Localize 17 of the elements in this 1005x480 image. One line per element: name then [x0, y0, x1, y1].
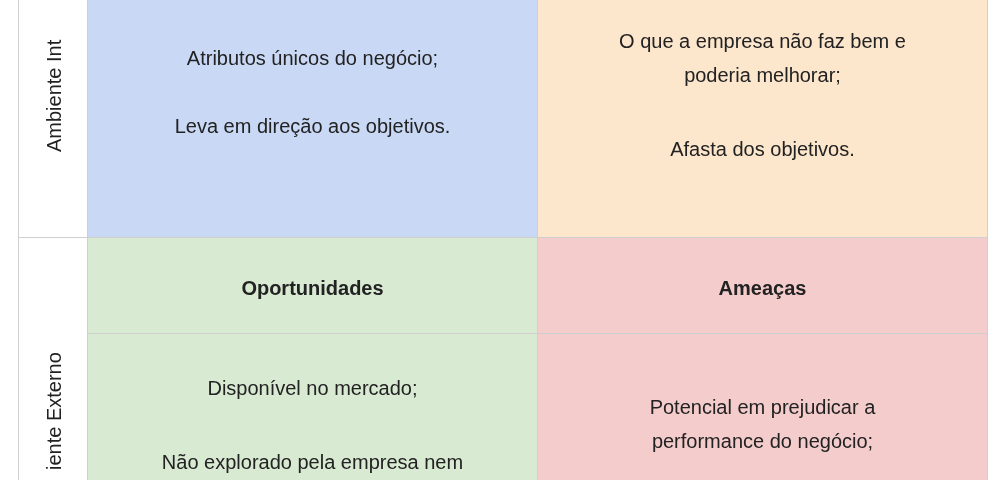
table-cell	[537, 333, 988, 480]
table-cell	[87, 333, 538, 480]
cell-text: Disponível no mercado;	[206, 376, 419, 401]
cell-text: Leva em direção aos objetivos.	[173, 114, 452, 139]
cell-text: Potencial em prejudicar a performance do negócio;	[648, 395, 877, 454]
row-label: iente Externo	[43, 352, 66, 470]
table-cell	[87, 0, 538, 238]
cell-text: Atributos únicos do negócio;	[185, 46, 440, 71]
column-heading: Oportunidades	[240, 276, 385, 301]
row-label: Ambiente Int	[43, 39, 66, 152]
table-cell	[537, 0, 988, 238]
cell-text: Afasta dos objetivos.	[669, 137, 856, 162]
header-cell	[537, 237, 988, 334]
cell-text: O que a empresa não faz bem e poderia melhorar;	[618, 29, 907, 88]
header-cell	[87, 237, 538, 334]
column-heading: Ameaças	[717, 276, 808, 301]
cell-text: Não explorado pela empresa nem	[160, 450, 465, 475]
